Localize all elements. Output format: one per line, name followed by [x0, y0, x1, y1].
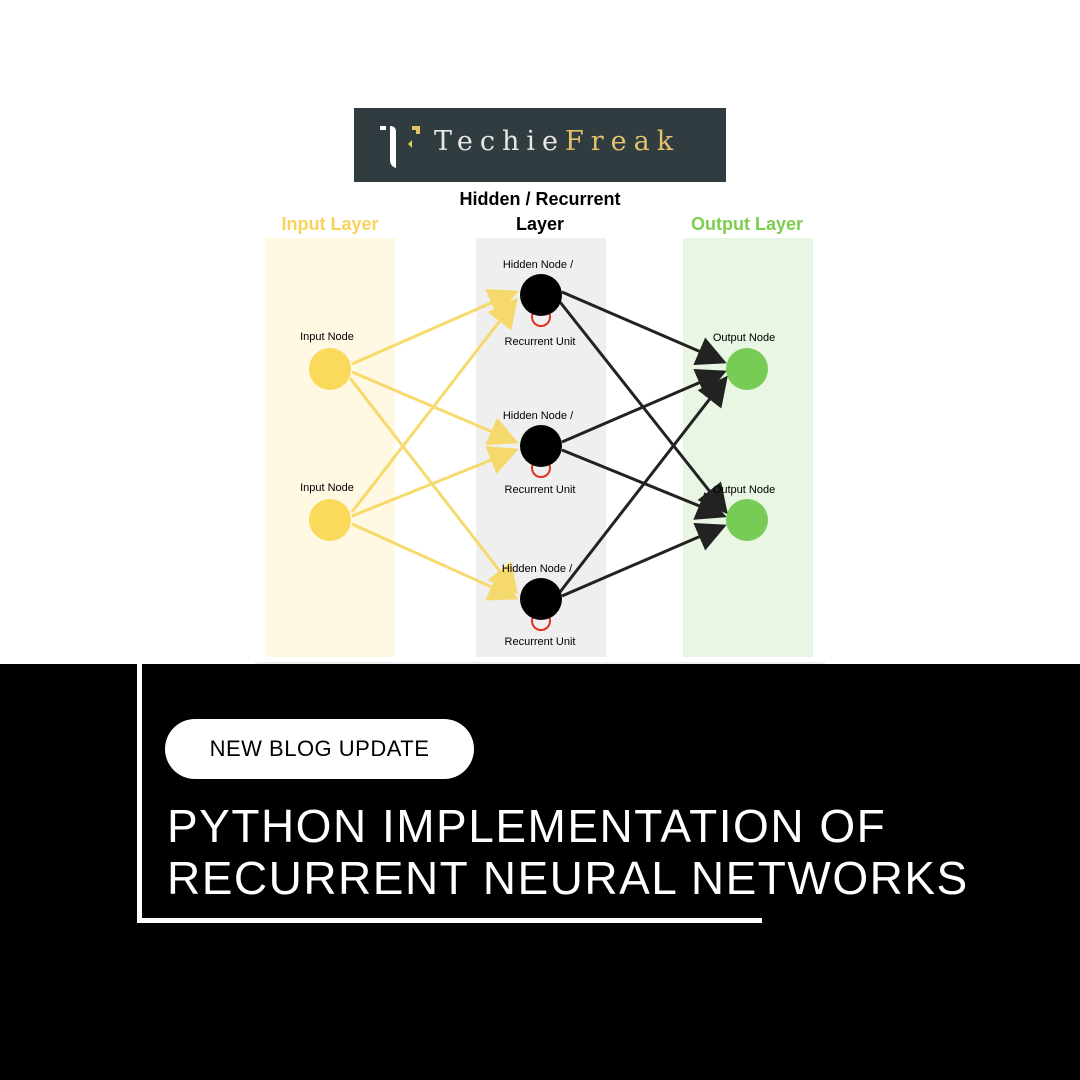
- hidden-layer-title: Hidden / Recurrent: [459, 189, 620, 209]
- hidden-connections: [558, 290, 728, 598]
- headline-line-1: PYTHON IMPLEMENTATION OF: [167, 800, 887, 852]
- hidden-node-3: Hidden Node / Recurrent Unit: [502, 563, 576, 648]
- svg-text:Input Node: Input Node: [300, 482, 354, 494]
- input-connections: [348, 289, 519, 601]
- svg-text:Output Node: Output Node: [713, 484, 775, 496]
- frame-line-horizontal: [137, 918, 762, 923]
- input-node-2: Input Node: [300, 482, 354, 541]
- hidden-node-1: Hidden Node / Recurrent Unit: [503, 259, 576, 348]
- hidden-layer-title-2: Layer: [516, 214, 564, 234]
- logo-text: TechieFreak: [434, 126, 681, 157]
- frame-line-vertical: [137, 664, 142, 923]
- hidden-node-2: Hidden Node / Recurrent Unit: [503, 410, 576, 496]
- output-layer-panel: [683, 238, 813, 657]
- techiefreak-logo: TechieFreak: [354, 108, 726, 182]
- output-node-2: Output Node: [713, 484, 775, 541]
- logo-mark-icon: [380, 126, 420, 168]
- svg-text:Recurrent Unit: Recurrent Unit: [505, 336, 576, 348]
- svg-text:Hidden Node /: Hidden Node /: [503, 259, 574, 271]
- input-node-1: Input Node: [300, 331, 354, 390]
- rnn-diagram: Input Layer Hidden / Recurrent Layer Out…: [255, 189, 825, 664]
- svg-text:Output Node: Output Node: [713, 332, 775, 344]
- headline-line-2: RECURRENT NEURAL NETWORKS: [167, 852, 969, 904]
- svg-text:Hidden Node /: Hidden Node /: [502, 563, 573, 575]
- input-layer-title: Input Layer: [281, 214, 378, 234]
- output-layer-title: Output Layer: [691, 214, 803, 234]
- svg-text:Recurrent Unit: Recurrent Unit: [505, 636, 576, 648]
- output-node-1: Output Node: [713, 332, 775, 390]
- svg-text:Hidden Node /: Hidden Node /: [503, 410, 574, 422]
- headline: PYTHON IMPLEMENTATION OF RECURRENT NEURA…: [167, 800, 969, 904]
- new-blog-update-badge: NEW BLOG UPDATE: [165, 719, 474, 779]
- svg-text:Input Node: Input Node: [300, 331, 354, 343]
- input-layer-panel: [265, 238, 395, 657]
- svg-text:Recurrent Unit: Recurrent Unit: [505, 484, 576, 496]
